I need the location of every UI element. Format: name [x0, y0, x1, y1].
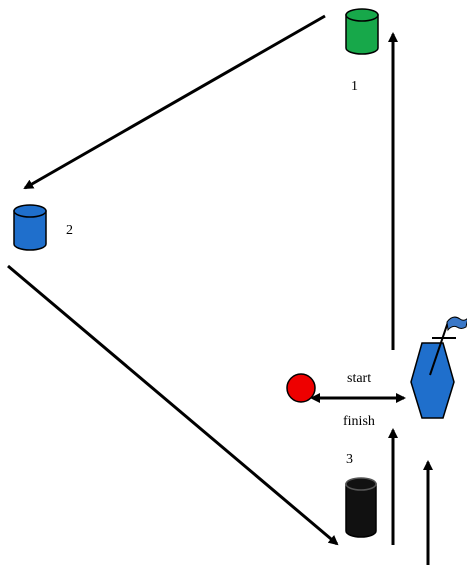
- barrel-3-body: [345, 483, 377, 538]
- barrel-2-icon: [13, 204, 47, 251]
- flag-pole-icon: [429, 321, 449, 376]
- barrel-3-icon: [345, 477, 377, 538]
- barrel-3-number: 3: [346, 452, 353, 467]
- barrel-1-icon: [345, 8, 379, 55]
- finish-label: finish: [343, 414, 375, 429]
- rider-icon: [410, 316, 467, 419]
- start-label: start: [347, 371, 371, 386]
- barrel-1-number: 1: [351, 79, 358, 94]
- barrel-2-top: [13, 204, 47, 218]
- arrow-barrel2-to-barrel3: [7, 264, 339, 546]
- barrel-1-body: [345, 14, 379, 55]
- barrel-3-top: [345, 477, 377, 491]
- barrel-2-body: [13, 210, 47, 251]
- rider-hexagon: [410, 342, 455, 419]
- arrow-barrel1-to-barrel2: [23, 14, 326, 190]
- flag-icon: [446, 316, 467, 332]
- barrel-1-top: [345, 8, 379, 22]
- barrel-2-number: 2: [66, 223, 73, 238]
- red-circle-icon: [286, 373, 316, 403]
